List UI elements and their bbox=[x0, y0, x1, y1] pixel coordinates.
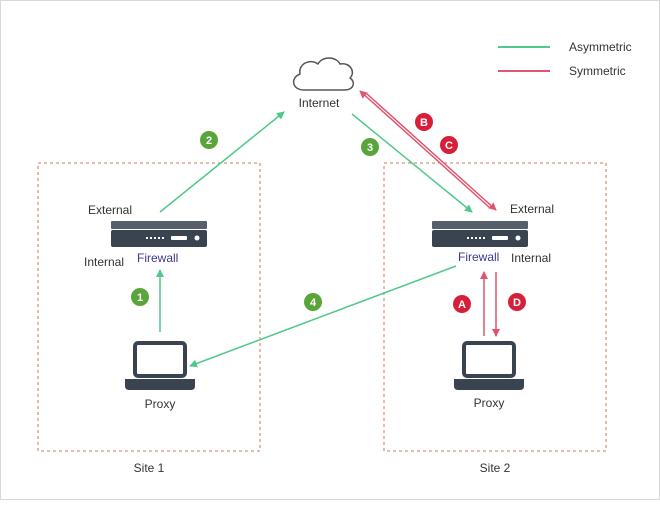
site1-external-label: External bbox=[88, 203, 132, 217]
step-badge-2: 2 bbox=[200, 131, 218, 149]
flow-2-arrow bbox=[159, 111, 285, 213]
flow-c-arrow bbox=[365, 92, 497, 211]
site2-firewall-icon bbox=[432, 221, 528, 247]
step-badge-d: D bbox=[508, 293, 526, 311]
step-badge-3: 3 bbox=[361, 138, 379, 156]
step-badge-c-text: C bbox=[445, 140, 453, 152]
flow-b-arrow bbox=[359, 90, 491, 209]
site2-internal-label: Internal bbox=[511, 251, 551, 265]
site2-laptop-icon bbox=[454, 341, 524, 390]
step-badge-b-text: B bbox=[420, 117, 428, 129]
site2-proxy-label: Proxy bbox=[474, 396, 505, 410]
legend: Asymmetric Symmetric bbox=[498, 40, 632, 78]
site1-label: Site 1 bbox=[134, 461, 165, 475]
flow-4-arrow bbox=[189, 265, 457, 368]
flow-3-arrow bbox=[351, 113, 473, 213]
step-badge-c: C bbox=[440, 136, 458, 154]
site2-label: Site 2 bbox=[480, 461, 511, 475]
site1-internal-label: Internal bbox=[84, 255, 124, 269]
site1-firewall-label: Firewall bbox=[137, 251, 178, 265]
internet-label: Internet bbox=[299, 96, 340, 110]
site1-laptop-icon bbox=[125, 341, 195, 390]
step-badge-a-text: A bbox=[458, 299, 466, 311]
step-badge-b: B bbox=[415, 113, 433, 131]
legend-symmetric-label: Symmetric bbox=[569, 64, 626, 78]
step-badge-3-text: 3 bbox=[367, 142, 373, 154]
site2-external-label: External bbox=[510, 202, 554, 216]
step-badge-1: 1 bbox=[131, 288, 149, 306]
site1-boundary bbox=[37, 162, 261, 452]
site1-proxy-label: Proxy bbox=[145, 397, 176, 411]
site2-boundary bbox=[383, 162, 607, 452]
legend-asymmetric-label: Asymmetric bbox=[569, 40, 632, 54]
step-badge-2-text: 2 bbox=[206, 135, 212, 147]
step-badge-a: A bbox=[453, 295, 471, 313]
step-badge-1-text: 1 bbox=[137, 292, 143, 304]
site2-firewall-label: Firewall bbox=[458, 250, 499, 264]
step-badge-d-text: D bbox=[513, 297, 521, 309]
step-badge-4-text: 4 bbox=[310, 297, 317, 309]
cloud-icon bbox=[292, 57, 355, 91]
step-badge-4: 4 bbox=[304, 293, 322, 311]
site1-firewall-icon bbox=[111, 221, 207, 247]
